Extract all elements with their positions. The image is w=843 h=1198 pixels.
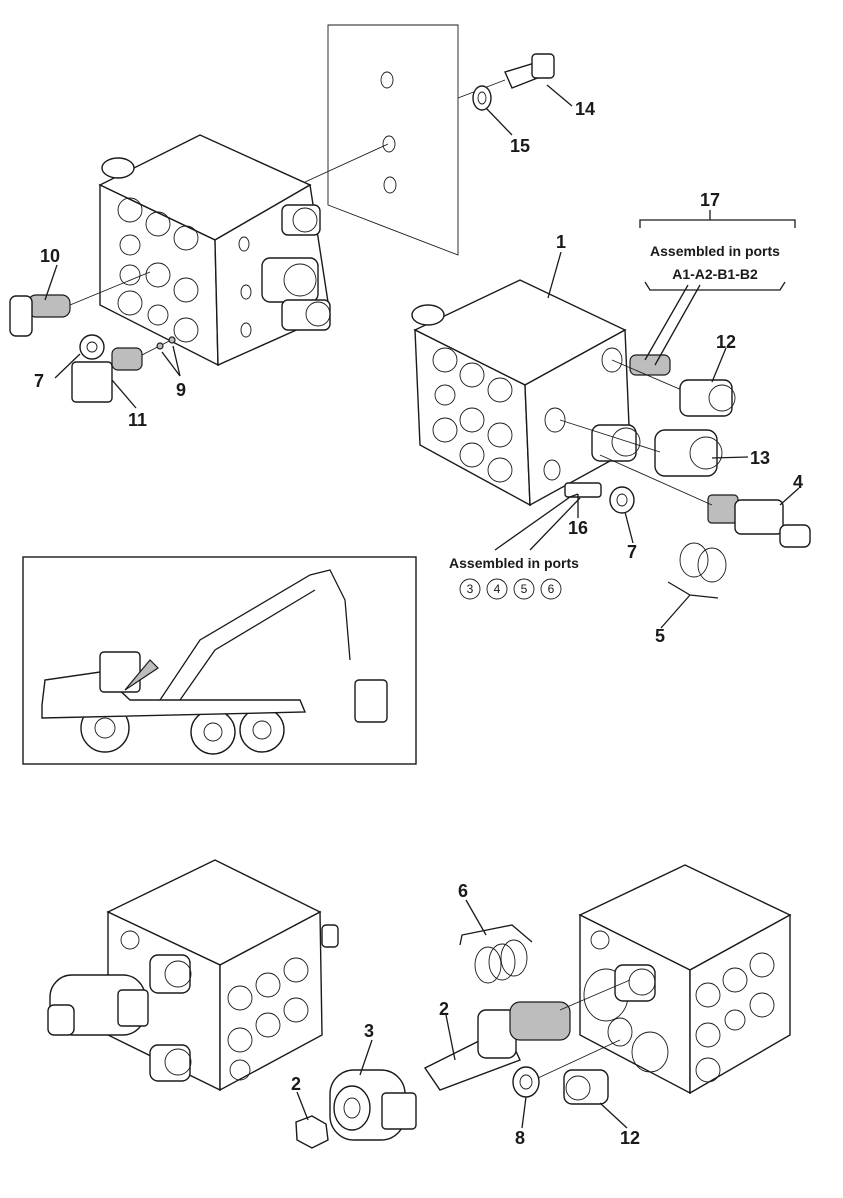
callout-3: 3 (364, 1021, 374, 1041)
callout-13: 13 (750, 448, 770, 468)
plug-part-12-upper (679, 379, 736, 417)
seal-part-9 (156, 336, 176, 350)
callout-10: 10 (40, 246, 60, 266)
plug-part-12-lower (563, 1069, 609, 1105)
port-label-3: 3 (467, 582, 474, 596)
callout-1: 1 (556, 232, 566, 252)
callout-5: 5 (655, 626, 665, 646)
port-circle-4 (486, 578, 508, 600)
cartridge-valve-part-4 (599, 454, 811, 548)
callout-labels: 14 15 17 1 10 7 9 11 12 13 4 16 7 5 6 2 … (34, 99, 803, 1148)
note-ports-ab: Assembled in ports A1-A2-B1-B2 (650, 243, 780, 282)
note-ports-numbered: Assembled in ports 3 4 5 6 (449, 555, 579, 600)
callout-2-nut: 2 (291, 1074, 301, 1094)
callout-16: 16 (568, 518, 588, 538)
port-label-6: 6 (548, 582, 555, 596)
valve-block-lower-right (578, 864, 792, 1095)
solenoid-stem-part-2 (423, 979, 631, 1091)
callout-15: 15 (510, 136, 530, 156)
check-valve-part-17 (611, 284, 706, 401)
valve-block-lower-left (47, 859, 339, 1092)
valve-block-upper-left (98, 134, 331, 367)
leader-lines (44, 84, 800, 1129)
port-circle-6 (540, 578, 562, 600)
callout-2-stem: 2 (439, 999, 449, 1019)
bracket-ports-ab (639, 210, 796, 291)
pressure-sensor-part (9, 271, 151, 337)
callout-17: 17 (700, 190, 720, 210)
port-circle-3 (459, 578, 481, 600)
pressure-switch-part (71, 337, 176, 403)
o-rings-part-5 (667, 542, 727, 599)
nut-part-2 (295, 1115, 329, 1149)
orifice-part-16 (564, 482, 602, 498)
port-label-4: 4 (494, 582, 501, 596)
fitting-part-13 (559, 419, 723, 477)
machine-inset (22, 556, 417, 765)
callout-6: 6 (458, 881, 468, 901)
port-circle-5 (513, 578, 535, 600)
washer-part (472, 85, 492, 111)
port-label-5: 5 (521, 582, 528, 596)
note-ab-title: Assembled in ports (650, 243, 780, 259)
bolt-part (457, 53, 555, 99)
plug-part-upper (79, 334, 105, 360)
callout-9: 9 (176, 380, 186, 400)
plug-part-lower-7 (609, 486, 635, 514)
callout-7-lower: 7 (627, 542, 637, 562)
valve-block-main (411, 279, 641, 507)
callout-12-upper: 12 (716, 332, 736, 352)
callout-14: 14 (575, 99, 595, 119)
callout-8: 8 (515, 1128, 525, 1148)
callout-12-lower: 12 (620, 1128, 640, 1148)
o-rings-part-6 (459, 924, 533, 984)
callout-4: 4 (793, 472, 803, 492)
mounting-plate (304, 24, 459, 256)
callout-11: 11 (128, 410, 147, 430)
solenoid-coil-part-3 (329, 1069, 417, 1141)
note-num-title: Assembled in ports (449, 555, 579, 571)
callout-7-upper: 7 (34, 371, 44, 391)
note-ab-ports: A1-A2-B1-B2 (672, 266, 758, 282)
